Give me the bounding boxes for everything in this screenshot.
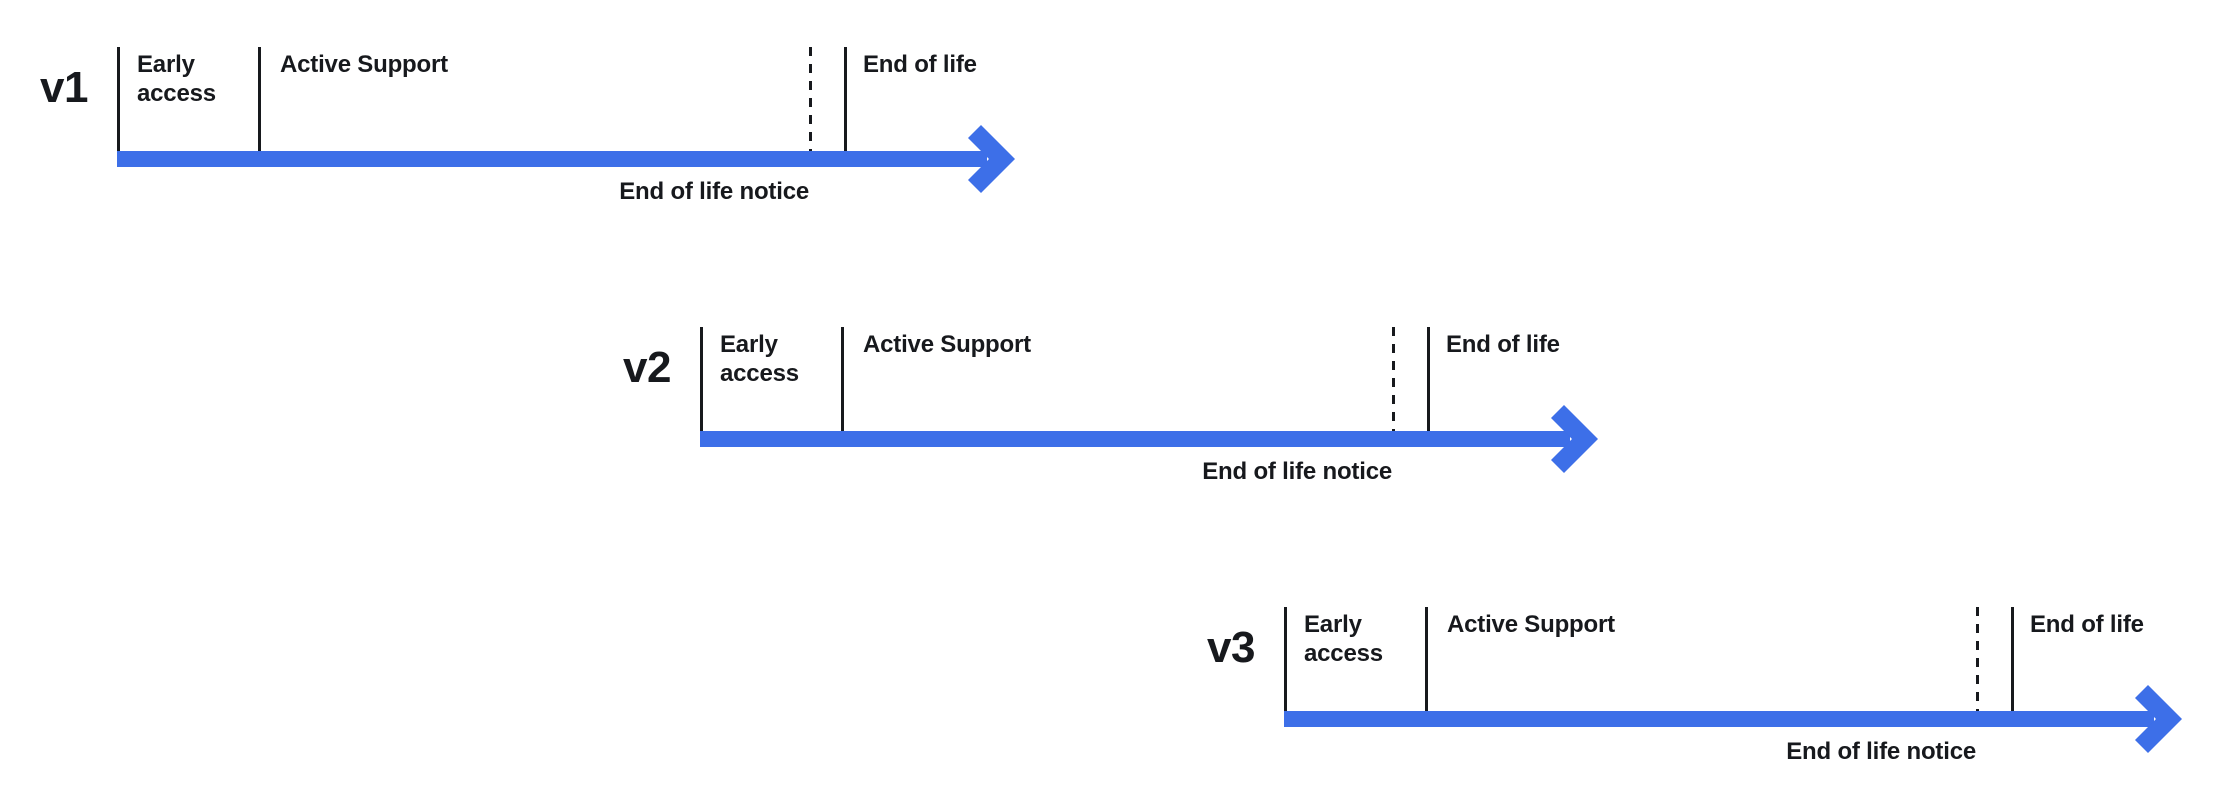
- end-of-life-notice-tick: [1976, 607, 1979, 711]
- active-support-start-tick: [841, 327, 844, 431]
- end-of-life-label: End of life: [1446, 331, 1560, 358]
- timeline-arrow-bar: [700, 431, 1570, 447]
- timeline-arrowhead-icon: [1551, 405, 1598, 473]
- timeline-row-v3: v3 Early access Active Support End of li…: [1167, 607, 2228, 782]
- end-of-life-notice-tick: [1392, 327, 1395, 431]
- timeline-arrow-bar: [1284, 711, 2154, 727]
- end-of-life-notice-label: End of life notice: [619, 178, 809, 205]
- end-of-life-notice-tick: [809, 47, 812, 151]
- version-label: v1: [40, 63, 88, 112]
- active-support-start-tick: [258, 47, 261, 151]
- timeline-arrowhead-icon: [2135, 685, 2182, 753]
- end-of-life-notice-label: End of life notice: [1786, 738, 1976, 765]
- active-support-label: Active Support: [863, 331, 1031, 358]
- early-access-start-tick: [1284, 607, 1287, 711]
- end-of-life-tick: [844, 47, 847, 151]
- timeline-arrow: [700, 405, 1598, 473]
- end-of-life-label: End of life: [2030, 611, 2144, 638]
- timeline-arrowhead-icon: [968, 125, 1015, 193]
- end-of-life-label: End of life: [863, 51, 977, 78]
- version-label: v3: [1207, 623, 1255, 672]
- early-access-label: Early access: [720, 331, 799, 387]
- early-access-label: Early access: [1304, 611, 1383, 667]
- timeline-row-v2: v2 Early access Active Support End of li…: [583, 327, 1663, 502]
- timeline-row-v1: v1 Early access Active Support End of li…: [0, 47, 1080, 222]
- version-label: v2: [623, 343, 671, 392]
- timeline-arrow-bar: [117, 151, 987, 167]
- end-of-life-tick: [2011, 607, 2014, 711]
- end-of-life-notice-label: End of life notice: [1202, 458, 1392, 485]
- active-support-start-tick: [1425, 607, 1428, 711]
- timeline-arrow: [1284, 685, 2182, 753]
- early-access-label: Early access: [137, 51, 216, 107]
- active-support-label: Active Support: [1447, 611, 1615, 638]
- active-support-label: Active Support: [280, 51, 448, 78]
- early-access-start-tick: [700, 327, 703, 431]
- end-of-life-tick: [1427, 327, 1430, 431]
- early-access-start-tick: [117, 47, 120, 151]
- timeline-arrow: [117, 125, 1015, 193]
